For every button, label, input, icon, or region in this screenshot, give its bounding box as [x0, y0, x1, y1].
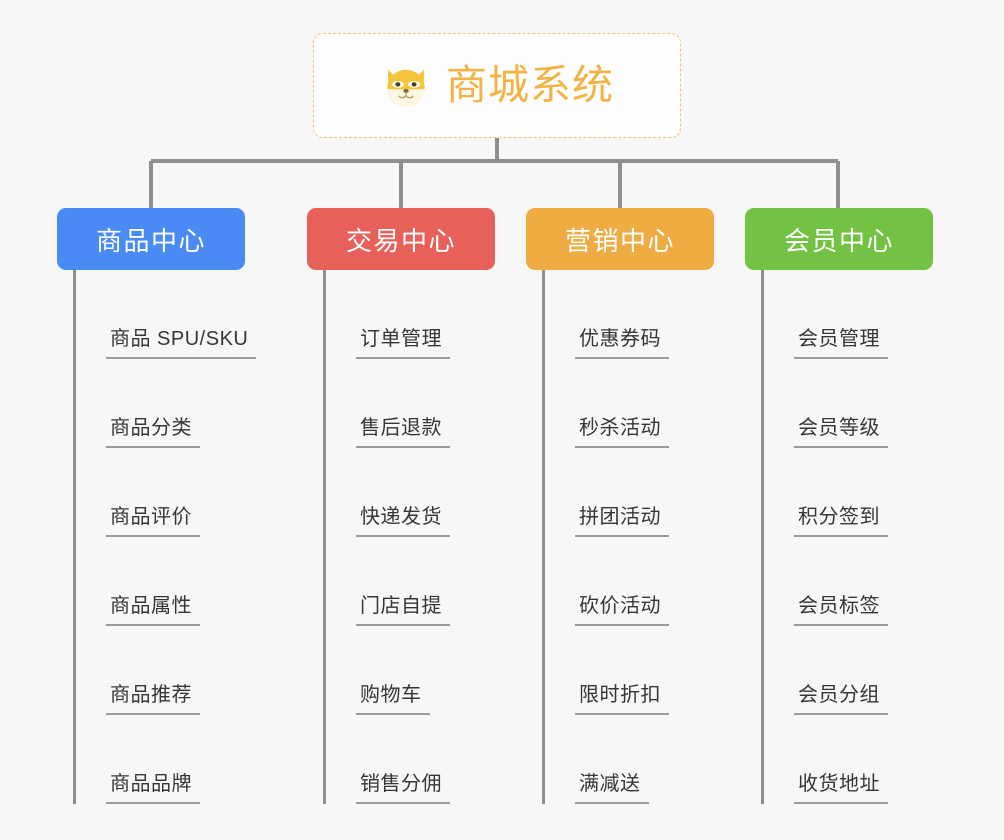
leaf-item[interactable]: 砍价活动 — [545, 537, 714, 626]
leaf-list-2: 优惠券码 秒杀活动 拼团活动 砍价活动 限时折扣 满减送 — [542, 270, 714, 804]
leaf-item[interactable]: 收货地址 — [764, 715, 933, 804]
leaf-item[interactable]: 商品属性 — [76, 537, 256, 626]
branch-header-3[interactable]: 会员中心 — [745, 208, 933, 270]
leaf-item[interactable]: 商品推荐 — [76, 626, 256, 715]
leaf-label: 砍价活动 — [575, 595, 669, 626]
branch-column-1: 交易中心 订单管理 售后退款 快递发货 门店自提 购物车 销售分佣 — [307, 208, 495, 804]
leaf-label: 购物车 — [356, 684, 430, 715]
leaf-list-1: 订单管理 售后退款 快递发货 门店自提 购物车 销售分佣 — [323, 270, 495, 804]
leaf-item[interactable]: 商品评价 — [76, 448, 256, 537]
leaf-item[interactable]: 秒杀活动 — [545, 359, 714, 448]
leaf-list-0: 商品 SPU/SKU 商品分类 商品评价 商品属性 商品推荐 商品品牌 — [73, 270, 257, 804]
branch-column-3: 会员中心 会员管理 会员等级 积分签到 会员标签 会员分组 收货地址 — [745, 208, 933, 804]
leaf-label: 限时折扣 — [575, 684, 669, 715]
leaf-label: 商品推荐 — [106, 684, 200, 715]
leaf-item[interactable]: 购物车 — [326, 626, 495, 715]
leaf-list-3: 会员管理 会员等级 积分签到 会员标签 会员分组 收货地址 — [761, 270, 933, 804]
leaf-item[interactable]: 会员管理 — [764, 270, 933, 359]
leaf-label: 优惠券码 — [575, 328, 669, 359]
leaf-item[interactable]: 拼团活动 — [545, 448, 714, 537]
leaf-label: 商品 SPU/SKU — [106, 328, 257, 359]
leaf-item[interactable]: 商品分类 — [76, 359, 256, 448]
leaf-item[interactable]: 优惠券码 — [545, 270, 714, 359]
leaf-item[interactable]: 售后退款 — [326, 359, 495, 448]
leaf-label: 门店自提 — [356, 595, 450, 626]
leaf-item[interactable]: 门店自提 — [326, 537, 495, 626]
leaf-label: 积分签到 — [794, 506, 888, 537]
leaf-label: 秒杀活动 — [575, 417, 669, 448]
leaf-label: 会员管理 — [794, 328, 888, 359]
branch-header-0[interactable]: 商品中心 — [57, 208, 245, 270]
leaf-item[interactable]: 会员等级 — [764, 359, 933, 448]
leaf-item[interactable]: 快递发货 — [326, 448, 495, 537]
leaf-item[interactable]: 限时折扣 — [545, 626, 714, 715]
branch-column-2: 营销中心 优惠券码 秒杀活动 拼团活动 砍价活动 限时折扣 满减送 — [526, 208, 714, 804]
leaf-item[interactable]: 积分签到 — [764, 448, 933, 537]
branch-column-0: 商品中心 商品 SPU/SKU 商品分类 商品评价 商品属性 商品推荐 商品品牌 — [57, 208, 257, 804]
root-node[interactable]: 商城系统 — [313, 33, 681, 138]
leaf-label: 商品品牌 — [106, 773, 200, 804]
leaf-label: 售后退款 — [356, 417, 450, 448]
leaf-label: 商品评价 — [106, 506, 200, 537]
leaf-label: 商品属性 — [106, 595, 200, 626]
shiba-dog-face-icon — [387, 69, 425, 107]
leaf-item[interactable]: 商品品牌 — [76, 715, 256, 804]
leaf-label: 满减送 — [575, 773, 649, 804]
leaf-label: 订单管理 — [356, 328, 450, 359]
leaf-item[interactable]: 会员分组 — [764, 626, 933, 715]
branch-header-1[interactable]: 交易中心 — [307, 208, 495, 270]
leaf-item[interactable]: 会员标签 — [764, 537, 933, 626]
leaf-label: 拼团活动 — [575, 506, 669, 537]
leaf-label: 会员分组 — [794, 684, 888, 715]
root-title: 商城系统 — [446, 62, 614, 108]
leaf-label: 快递发货 — [356, 506, 450, 537]
leaf-item[interactable]: 满减送 — [545, 715, 714, 804]
leaf-label: 会员等级 — [794, 417, 888, 448]
leaf-label: 销售分佣 — [356, 773, 450, 804]
branch-header-2[interactable]: 营销中心 — [526, 208, 714, 270]
leaf-item[interactable]: 商品 SPU/SKU — [76, 270, 257, 359]
leaf-label: 会员标签 — [794, 595, 888, 626]
leaf-label: 商品分类 — [106, 417, 200, 448]
leaf-label: 收货地址 — [794, 773, 888, 804]
leaf-item[interactable]: 销售分佣 — [326, 715, 495, 804]
leaf-item[interactable]: 订单管理 — [326, 270, 495, 359]
